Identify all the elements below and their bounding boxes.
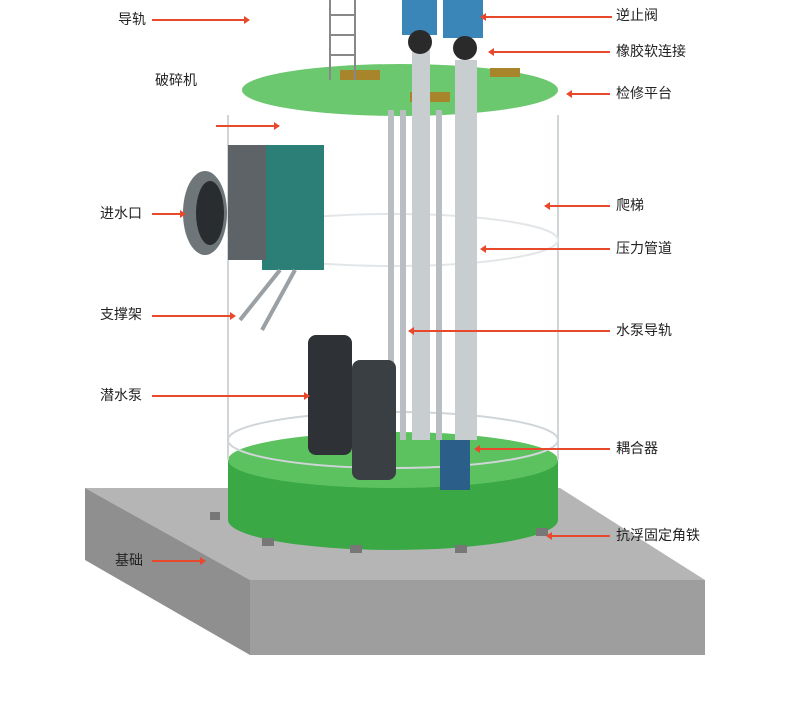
label-ladder: 爬梯 — [616, 198, 644, 214]
foundation-front — [250, 580, 705, 655]
pump-2 — [352, 360, 396, 480]
foundation-left — [85, 488, 250, 655]
arrow-foundation — [152, 557, 206, 565]
coupling-shape — [440, 440, 470, 490]
arrow-ladder — [544, 202, 610, 210]
rubber-joint-shape — [453, 36, 477, 60]
arrow-inlet — [152, 210, 186, 218]
hatch — [490, 68, 520, 77]
check-valve-shape — [402, 0, 437, 35]
arrow-service-platform — [566, 90, 610, 98]
arrow-pump-guide-rail — [408, 327, 610, 335]
hatch — [340, 70, 380, 80]
arrow-support-frame — [152, 312, 236, 320]
inlet-opening — [196, 181, 224, 245]
check-valve-shape — [443, 0, 483, 38]
crusher-housing — [228, 145, 266, 260]
ladder-shape — [329, 0, 356, 80]
label-submersible-pump: 潜水泵 — [100, 388, 142, 404]
arrow-check-valve — [480, 13, 612, 21]
arrow-anti-float-angle — [546, 532, 610, 540]
label-check-valve: 逆止阀 — [616, 8, 658, 24]
label-crusher: 破碎机 — [155, 73, 197, 89]
crusher-box — [262, 145, 324, 270]
pump-1 — [308, 335, 352, 455]
label-pump-guide-rail: 水泵导轨 — [616, 323, 672, 339]
label-coupling: 耦合器 — [616, 441, 658, 457]
label-service-platform: 检修平台 — [616, 86, 672, 102]
arrow-coupling — [474, 445, 610, 453]
arrow-rubber-joint — [488, 48, 610, 56]
service-platform-shape — [242, 64, 558, 116]
label-support-frame: 支撑架 — [100, 307, 142, 323]
pipes-and-rails — [388, 40, 477, 440]
rubber-joint-shape — [408, 30, 432, 54]
label-foundation: 基础 — [115, 553, 143, 569]
label-pressure-pipe: 压力管道 — [616, 241, 672, 257]
label-rubber-joint: 橡胶软连接 — [616, 44, 686, 60]
arrow-guide-rail — [152, 16, 250, 24]
arrow-crusher — [216, 122, 280, 130]
label-inlet: 进水口 — [100, 206, 142, 222]
arrow-pressure-pipe — [480, 245, 610, 253]
support-legs — [238, 268, 297, 331]
anchor-brackets — [210, 512, 548, 553]
label-anti-float-angle: 抗浮固定角铁 — [616, 528, 700, 544]
arrow-submersible-pump — [152, 392, 310, 400]
label-guide-rail: 导轨 — [118, 12, 146, 28]
